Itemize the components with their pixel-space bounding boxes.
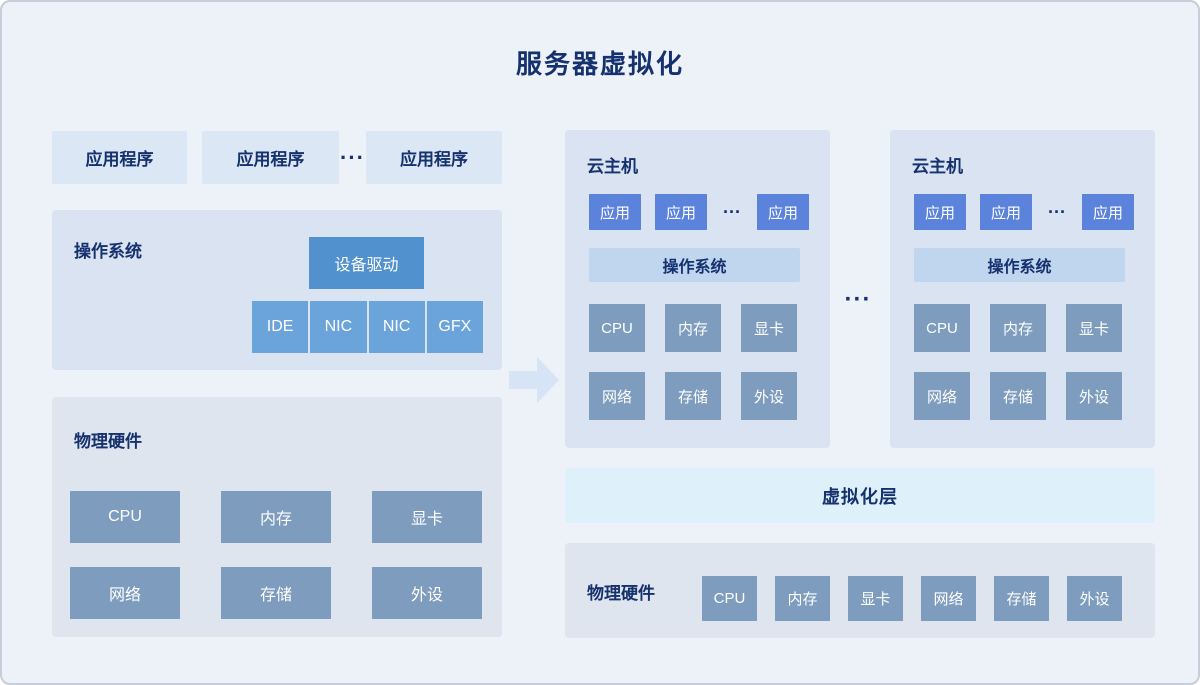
physical-hardware-panel: 物理硬件 CPU 内存 显卡 网络 存储 外设 [52,397,502,637]
diagram-title: 服务器虚拟化 [515,49,684,79]
guest-os-bar: 操作系统 [589,248,800,282]
device-box-ide: IDE [252,301,309,353]
device-driver-box: 设备驱动 [309,237,424,289]
hardware-box-memory: 内存 [775,576,830,621]
hardware-box-peripherals: 外设 [372,567,482,619]
vm-hardware-box-gpu: 显卡 [741,304,797,352]
vm-app-box: 应用 [757,194,809,230]
hardware-box-network: 网络 [921,576,976,621]
physical-hardware-label: 物理硬件 [587,584,655,603]
os-panel: 操作系统 设备驱动 IDE NIC NIC GFX [52,210,502,370]
vm-hardware-box-storage: 存储 [665,372,721,420]
device-box-nic: NIC [368,301,425,353]
vm-app-box: 应用 [655,194,707,230]
device-box-nic: NIC [310,301,367,353]
hardware-box-memory: 内存 [221,491,331,543]
vm-hardware-box-cpu: CPU [914,304,970,352]
vm-hardware-grid: CPU 内存 显卡 网络 存储 外设 [589,304,797,420]
guest-os-bar: 操作系统 [914,248,1125,282]
physical-hardware-panel: 物理硬件 CPU 内存 显卡 网络 存储 外设 [565,543,1155,638]
virtualization-layer-bar: 虚拟化层 [565,468,1155,523]
ellipsis-dots: ··· [1048,201,1066,222]
hardware-box-gpu: 显卡 [372,491,482,543]
cloud-host-panel: 云主机 应用 应用 ··· 应用 操作系统 CPU 内存 显卡 网络 存储 外设 [890,130,1155,448]
hardware-row: CPU 内存 显卡 网络 存储 外设 [702,576,1122,621]
vm-app-box: 应用 [914,194,966,230]
vm-hardware-box-gpu: 显卡 [1066,304,1122,352]
app-program-box: 应用程序 [52,131,187,184]
vm-app-box: 应用 [980,194,1032,230]
app-program-box: 应用程序 [366,131,502,184]
vm-hardware-box-storage: 存储 [990,372,1046,420]
vm-hardware-box-network: 网络 [914,372,970,420]
vm-app-box: 应用 [589,194,641,230]
vm-hardware-grid: CPU 内存 显卡 网络 存储 外设 [914,304,1122,420]
hardware-grid: CPU 内存 显卡 网络 存储 外设 [70,491,482,619]
hardware-box-storage: 存储 [221,567,331,619]
hardware-box-network: 网络 [70,567,180,619]
vm-hardware-box-memory: 内存 [990,304,1046,352]
vm-hardware-box-cpu: CPU [589,304,645,352]
hardware-box-cpu: CPU [702,576,757,621]
ellipsis-dots: ··· [340,144,365,170]
app-program-box: 应用程序 [202,131,339,184]
hardware-box-peripherals: 外设 [1067,576,1122,621]
physical-hardware-label: 物理硬件 [74,432,142,451]
hardware-box-gpu: 显卡 [848,576,903,621]
cloud-host-label: 云主机 [587,157,638,176]
vm-hardware-box-network: 网络 [589,372,645,420]
ellipsis-dots: ··· [844,286,872,313]
vm-hardware-box-peripherals: 外设 [1066,372,1122,420]
hardware-box-storage: 存储 [994,576,1049,621]
vm-hardware-box-peripherals: 外设 [741,372,797,420]
device-box-gfx: GFX [426,301,483,353]
ellipsis-dots: ··· [723,201,741,222]
vm-app-row: 应用 应用 ··· 应用 [914,194,1134,230]
vm-app-row: 应用 应用 ··· 应用 [589,194,809,230]
cloud-host-panel: 云主机 应用 应用 ··· 应用 操作系统 CPU 内存 显卡 网络 存储 外设 [565,130,830,448]
hardware-box-cpu: CPU [70,491,180,543]
vm-hardware-box-memory: 内存 [665,304,721,352]
device-row: IDE NIC NIC GFX [252,301,483,353]
vm-app-box: 应用 [1082,194,1134,230]
flow-arrow-icon [509,357,559,403]
cloud-host-label: 云主机 [912,157,963,176]
os-panel-label: 操作系统 [74,242,142,261]
